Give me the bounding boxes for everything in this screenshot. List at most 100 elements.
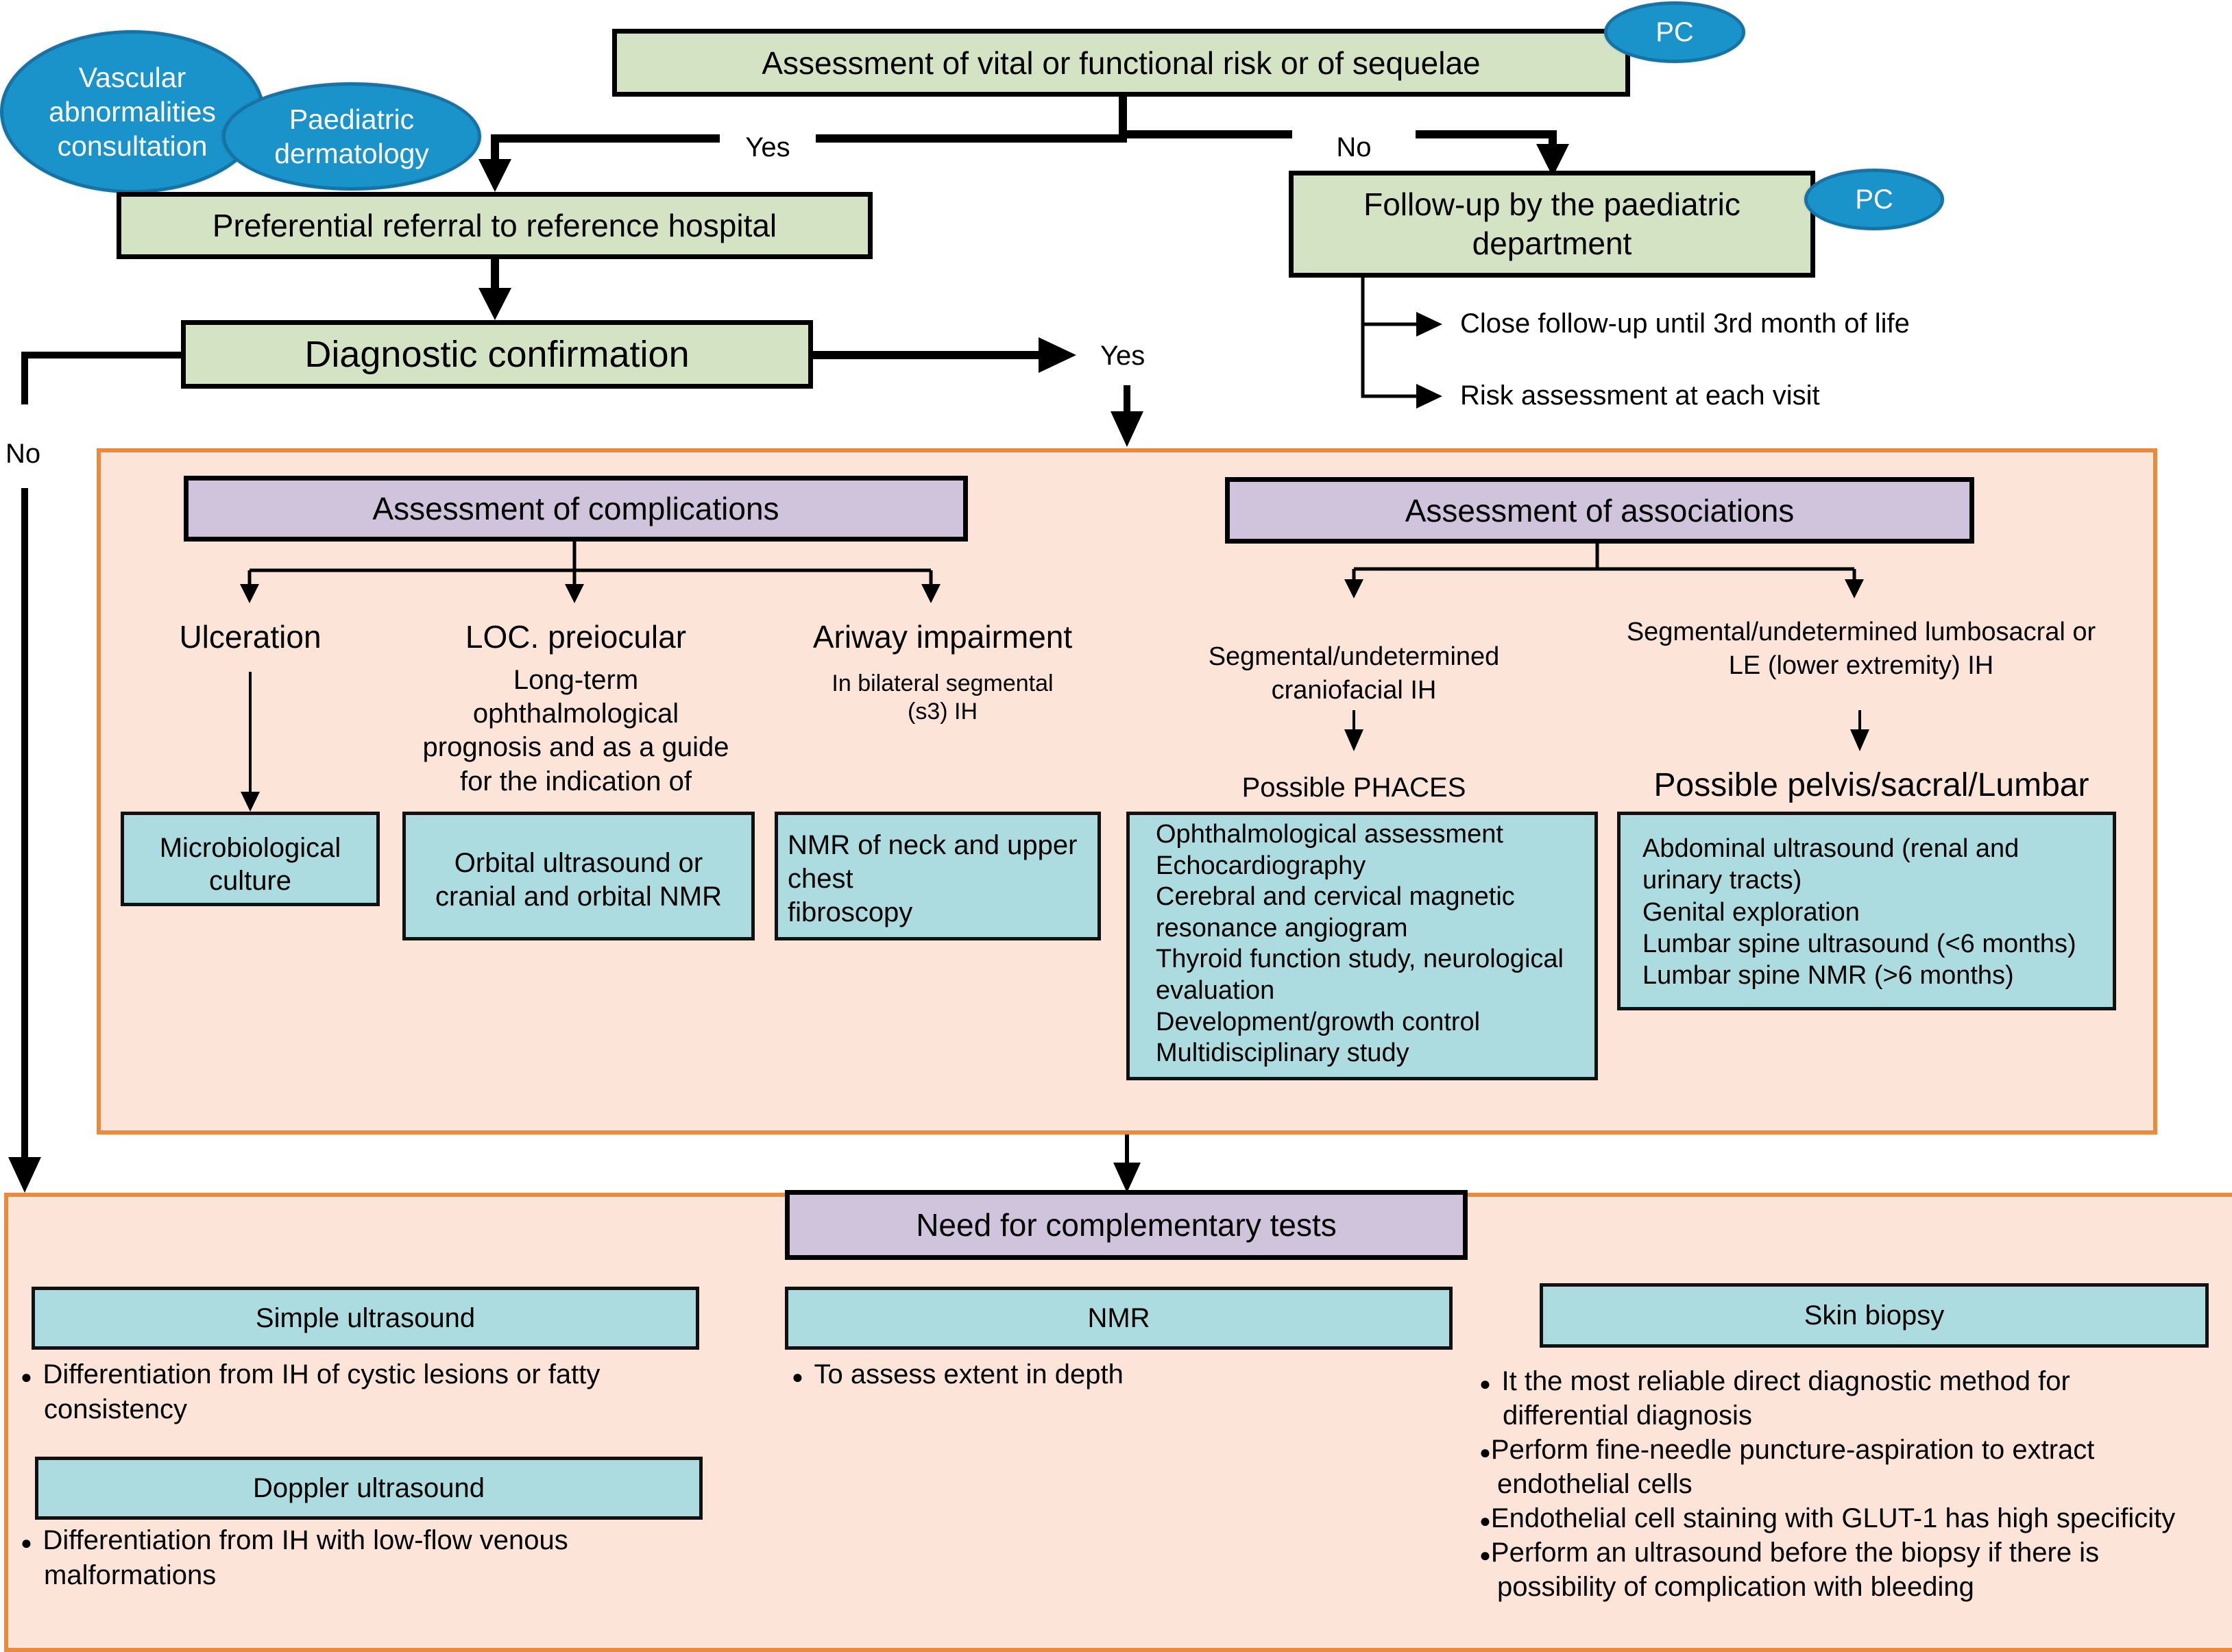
derm-bubble-line-1: Paediatric <box>289 103 415 135</box>
complementary-tests-header-label: Need for complementary tests <box>916 1207 1337 1243</box>
bullet-text: consistency <box>44 1394 187 1424</box>
bullet-text: malformations <box>44 1559 217 1590</box>
skin-biopsy-notes: ● It the most reliable direct diagnostic… <box>1479 1364 2232 1604</box>
vascular-bubble-line-2: abnormalities <box>49 95 216 127</box>
simple-ultrasound-label: Simple ultrasound <box>255 1302 476 1333</box>
phaces-item: Multidisciplinary study <box>1156 1038 1409 1068</box>
followup-box: Follow-up by the paediatric department <box>1289 171 1815 278</box>
vascular-bubble-line-1: Vascular <box>78 61 186 93</box>
biopsy-bullet: ●Endothelial cell staining with GLUT-1 h… <box>1479 1503 2176 1533</box>
vascular-bubble-line-3: consultation <box>57 130 208 162</box>
lumbar-item: urinary tracts) <box>1642 866 1802 895</box>
lumbar-item: Genital exploration <box>1642 897 1860 927</box>
bullet-text: Differentiation from IH of cystic lesion… <box>43 1359 601 1389</box>
culture-line: culture <box>208 866 292 896</box>
vascular-abnormalities-bubble: Vascular abnormalities consultation <box>0 30 265 193</box>
associations-header: Assessment of associations <box>1225 477 1974 544</box>
lumbar-item: Lumbar spine ultrasound (<6 months) <box>1642 930 2076 959</box>
microbiological-culture-box: Microbiological culture <box>121 812 380 906</box>
paediatric-dermatology-bubble: Paediatric dermatology <box>222 82 481 191</box>
airway-test-line: fibroscopy <box>788 897 913 927</box>
followup-label-line-1: Follow-up by the paediatric <box>1363 186 1740 222</box>
doppler-ultrasound-notes: ● Differentiation from IH with low-flow … <box>21 1523 706 1593</box>
complications-header-label: Assessment of complications <box>372 491 779 526</box>
airway-impairment-title: Ariway impairment <box>812 619 1073 655</box>
simple-ultrasound-notes: ● Differentiation from IH of cystic lesi… <box>21 1357 706 1427</box>
associations-header-label: Assessment of associations <box>1405 492 1795 529</box>
phaces-item: resonance angiogram <box>1156 913 1408 943</box>
pc-badge-top: PC <box>1604 1 1745 63</box>
pc-badge-followup-label: PC <box>1855 184 1893 215</box>
airway-tests-box: NMR of neck and upper chest fibroscopy <box>775 812 1101 940</box>
arrow-diagnostic-yes <box>1039 337 1076 373</box>
skin-biopsy-box: Skin biopsy <box>1540 1283 2209 1348</box>
phaces-item: Development/growth control <box>1156 1007 1481 1036</box>
doppler-ultrasound-box: Doppler ultrasound <box>35 1457 703 1520</box>
simple-ultrasound-bullet: ● Differentiation from IH of cystic lesi… <box>21 1359 601 1389</box>
craniofacial-condition: Segmental/undetermined craniofacial IH <box>1165 640 1542 708</box>
orbital-imaging-box: Orbital ultrasound or cranial and orbita… <box>402 812 755 940</box>
phaces-item: Ophthalmological assessment <box>1156 820 1503 849</box>
no-label-top: No <box>1292 120 1416 175</box>
arrow-to-complementary-panel <box>8 1157 41 1193</box>
nmr-notes: ● To assess extent in depth <box>792 1357 1409 1392</box>
doppler-bullet: ● Differentiation from IH with low-flow … <box>21 1525 568 1555</box>
arrow-followup-item-2 <box>1416 384 1442 409</box>
simple-ultrasound-box: Simple ultrasound <box>32 1287 699 1350</box>
airway-impairment-note: In bilateral segmental (s3) IH <box>788 670 1097 727</box>
complementary-tests-panel <box>4 1193 2232 1652</box>
ulceration-title: Ulceration <box>179 619 322 655</box>
phaces-item: Thyroid function study, neurological <box>1156 945 1564 974</box>
arrow-to-diagnostic <box>478 288 511 320</box>
nmr-bullet: ● To assess extent in depth <box>792 1359 1124 1389</box>
skin-biopsy-label: Skin biopsy <box>1804 1300 1945 1331</box>
pc-badge-followup: PC <box>1804 169 1944 230</box>
complications-header: Assessment of complications <box>184 476 968 542</box>
lumbosacral-line: Segmental/undetermined lumbosacral or <box>1626 618 2096 646</box>
loc-preiocular-note: Long-term ophthalmological prognosis and… <box>384 664 768 799</box>
biopsy-bullet: ●Perform an ultrasound before the biopsy… <box>1479 1538 2100 1568</box>
bullet-text: Perform fine-needle puncture-aspiration … <box>1490 1435 2095 1465</box>
followup-item-2: Risk assessment at each visit <box>1460 380 1820 411</box>
derm-bubble-line-2: dermatology <box>274 138 429 169</box>
possible-phaces-label: Possible PHACES <box>1241 773 1466 803</box>
phaces-item: Echocardiography <box>1156 851 1366 880</box>
doppler-ultrasound-label: Doppler ultrasound <box>253 1472 485 1503</box>
biopsy-bullet: ●Perform fine-needle puncture-aspiration… <box>1479 1435 2095 1465</box>
orbital-line: Orbital ultrasound or <box>454 848 703 878</box>
bullet-text: To assess extent in depth <box>814 1359 1124 1389</box>
culture-line: Microbiological <box>159 833 341 863</box>
nmr-label: NMR <box>1087 1302 1150 1333</box>
possible-pelvis-label: Possible pelvis/sacral/Lumbar <box>1653 767 2089 803</box>
bullet-text: possibility of complication with bleedin… <box>1497 1572 1974 1602</box>
bullet-text: It the most reliable direct diagnostic m… <box>1501 1366 2070 1396</box>
bullet-text: Differentiation from IH with low-flow ve… <box>43 1525 568 1555</box>
airway-note-line: In bilateral segmental <box>832 670 1054 696</box>
nmr-box: NMR <box>785 1287 1453 1350</box>
referral-box: Preferential referral to reference hospi… <box>117 192 873 259</box>
diagnostic-confirmation-label: Diagnostic confirmation <box>304 334 690 375</box>
loc-note-line: prognosis and as a guide <box>422 732 729 763</box>
connector-diagnostic-no <box>21 352 181 404</box>
bullet-text: Endothelial cell staining with GLUT-1 ha… <box>1490 1503 2176 1533</box>
lumbar-item: Lumbar spine NMR (>6 months) <box>1642 961 2014 991</box>
airway-note-line: (s3) IH <box>908 699 978 725</box>
yes-label-top: Yes <box>720 120 816 175</box>
lumbosacral-line: LE (lower extremity) IH <box>1728 651 1994 681</box>
airway-test-line: chest <box>788 863 853 894</box>
arrow-to-evaluation-panel <box>1111 411 1143 447</box>
arrow-to-complementary-header <box>1113 1163 1141 1193</box>
loc-note-line: ophthalmological <box>472 699 679 729</box>
arrow-followup-item-1 <box>1416 312 1442 337</box>
diagnostic-yes-label: Yes <box>1100 341 1145 371</box>
biopsy-bullet: ● It the most reliable direct diagnostic… <box>1479 1366 2070 1396</box>
orbital-line: cranial and orbital NMR <box>435 881 722 912</box>
craniofacial-line: Segmental/undetermined <box>1208 642 1500 671</box>
followup-item-1: Close follow-up until 3rd month of life <box>1460 308 1910 339</box>
craniofacial-line: craniofacial IH <box>1271 676 1437 705</box>
followup-label-line-2: department <box>1472 226 1632 261</box>
lumbar-workup-box: Abdominal ultrasound (renal and urinary … <box>1617 812 2116 1010</box>
loc-preiocular-title: LOC. preiocular <box>465 619 687 655</box>
arrow-to-referral <box>478 159 511 192</box>
bullet-text: differential diagnosis <box>1503 1400 1752 1431</box>
